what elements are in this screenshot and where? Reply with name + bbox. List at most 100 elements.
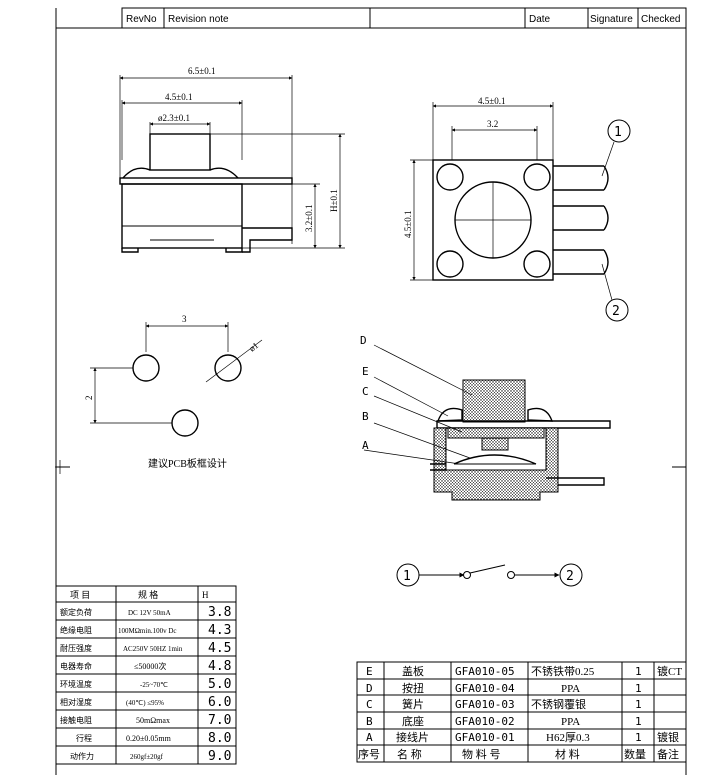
spec-row: 动作力 260gf±20gf 9.0 <box>70 749 231 764</box>
svg-text:5.0: 5.0 <box>208 677 231 692</box>
svg-text:1: 1 <box>635 715 642 728</box>
svg-text:3.8: 3.8 <box>208 605 231 620</box>
svg-text:GFA010-04: GFA010-04 <box>455 682 515 695</box>
side-view: 6.5±0.1 4.5±0.1 ø2.3±0.1 3.2±0.1 H±0.1 <box>119 66 345 253</box>
spec-header-item: 项 目 <box>70 590 90 600</box>
title-signature: Signature <box>590 14 633 25</box>
title-date: Date <box>529 14 551 25</box>
svg-text:接线片: 接线片 <box>396 730 429 744</box>
svg-text:7.0: 7.0 <box>208 713 231 728</box>
bom-row: B 底座 GFA010-02 PPA 1 <box>366 714 642 728</box>
spec-row: 行程 0.20±0.05mm 8.0 <box>76 731 231 746</box>
svg-text:行程: 行程 <box>76 733 92 743</box>
spec-header-spec: 规 格 <box>138 589 158 600</box>
svg-text:不锈钢覆银: 不锈钢覆银 <box>531 697 586 711</box>
svg-text:50mΩmax: 50mΩmax <box>136 716 170 725</box>
svg-text:D: D <box>366 682 373 695</box>
spec-row: 额定负荷 DC 12V 50mA 3.8 <box>60 605 231 620</box>
svg-text:镀CT: 镀CT <box>657 664 682 678</box>
svg-text:0.20±0.05mm: 0.20±0.05mm <box>126 734 172 743</box>
bom-row: D 按扭 GFA010-04 PPA 1 <box>366 681 642 695</box>
section-label-d: D <box>360 334 367 347</box>
svg-text:PPA: PPA <box>561 683 580 695</box>
svg-text:绝缘电阻: 绝缘电阻 <box>60 625 92 635</box>
svg-text:(40℃) ≤95%: (40℃) ≤95% <box>126 699 164 707</box>
svg-text:物 料 号: 物 料 号 <box>462 747 501 761</box>
spec-row: 环境温度 -25~70℃ 5.0 <box>60 677 231 692</box>
dim-top-pitch: 3.2 <box>487 119 498 129</box>
dim-plunger: ø2.3±0.1 <box>158 113 190 123</box>
svg-text:A: A <box>366 731 373 744</box>
svg-text:260gf±20gf: 260gf±20gf <box>130 753 164 761</box>
dim-width-total: 6.5±0.1 <box>188 66 215 76</box>
svg-text:底座: 底座 <box>402 714 424 728</box>
svg-text:DC 12V 50mA: DC 12V 50mA <box>128 609 171 617</box>
switch-schematic: 1 2 <box>396 563 583 587</box>
svg-text:4.5: 4.5 <box>208 641 231 656</box>
title-checked: Checked <box>641 14 680 25</box>
bom-header-row: 序号 名 称 物 料 号 材 料 数量 备注 <box>358 747 679 761</box>
section-label-a: A <box>362 439 369 452</box>
svg-text:GFA010-02: GFA010-02 <box>455 715 515 728</box>
svg-text:GFA010-03: GFA010-03 <box>455 698 515 711</box>
svg-text:按扭: 按扭 <box>402 681 424 695</box>
title-revno: RevNo <box>126 14 157 25</box>
svg-text:相对湿度: 相对湿度 <box>60 697 92 707</box>
dim-pcb-hole: ø1 <box>247 340 260 353</box>
svg-text:8.0: 8.0 <box>208 731 231 746</box>
svg-text:材 料: 材 料 <box>555 747 580 761</box>
svg-text:H62厚0.3: H62厚0.3 <box>546 731 590 744</box>
spec-row: 电器寿命 ≤50000次 4.8 <box>60 659 231 674</box>
svg-text:≤50000次: ≤50000次 <box>134 661 166 671</box>
spec-row: 相对湿度 (40℃) ≤95% 6.0 <box>60 695 231 710</box>
bom-table: E 盖板 GFA010-05 不锈铁带0.25 1 镀CT D 按扭 GFA01… <box>356 661 687 763</box>
svg-text:C: C <box>366 698 373 711</box>
bom-row: A 接线片 GFA010-01 H62厚0.3 1 镀银 <box>366 730 679 744</box>
section-view: D E C B A <box>360 334 611 501</box>
svg-text:GFA010-05: GFA010-05 <box>455 665 515 678</box>
svg-text:镀银: 镀银 <box>657 730 679 744</box>
dim-top-height: 4.5±0.1 <box>403 211 413 238</box>
schematic-node-2: 2 <box>566 569 574 584</box>
callout-2: 2 <box>612 304 620 319</box>
top-view: 4.5±0.1 3.2 4.5±0.1 1 2 <box>403 96 631 322</box>
svg-text:耐压强度: 耐压强度 <box>60 643 92 653</box>
spec-header-h: H <box>202 590 209 600</box>
svg-text:盖板: 盖板 <box>402 664 424 678</box>
svg-text:簧片: 簧片 <box>402 697 424 711</box>
svg-text:额定负荷: 额定负荷 <box>60 607 92 617</box>
dim-top-width: 4.5±0.1 <box>478 96 505 106</box>
svg-text:E: E <box>366 665 373 678</box>
section-label-c: C <box>362 385 369 398</box>
title-block: RevNo Revision note Date Signature Check… <box>121 7 687 29</box>
title-revision-note: Revision note <box>168 14 229 25</box>
dim-width-body: 4.5±0.1 <box>165 92 192 102</box>
bom-row: E 盖板 GFA010-05 不锈铁带0.25 1 镀CT <box>366 664 682 678</box>
svg-text:B: B <box>366 715 373 728</box>
bom-row: C 簧片 GFA010-03 不锈钢覆银 1 <box>366 697 642 711</box>
section-label-b: B <box>362 410 369 423</box>
svg-text:1: 1 <box>635 731 642 744</box>
svg-text:序号: 序号 <box>358 747 380 761</box>
pcb-caption: 建议PCB板框设计 <box>148 457 227 470</box>
svg-text:AC250V 50HZ 1min: AC250V 50HZ 1min <box>123 645 183 653</box>
spec-row: 耐压强度 AC250V 50HZ 1min 4.5 <box>60 641 231 656</box>
svg-text:1: 1 <box>635 682 642 695</box>
svg-text:9.0: 9.0 <box>208 749 231 764</box>
pcb-layout: 3 2 ø1 建议PCB板框设计 <box>84 314 263 470</box>
svg-text:接触电阻: 接触电阻 <box>60 715 92 725</box>
dim-height-body: 3.2±0.1 <box>304 205 314 232</box>
dim-pcb-pitch-y: 2 <box>84 396 94 401</box>
svg-text:数量: 数量 <box>624 748 646 761</box>
svg-text:6.0: 6.0 <box>208 695 231 710</box>
svg-text:100MΩmin.100v Dc: 100MΩmin.100v Dc <box>118 627 176 635</box>
spec-row: 绝缘电阻 100MΩmin.100v Dc 4.3 <box>60 623 231 638</box>
svg-text:4.3: 4.3 <box>208 623 231 638</box>
svg-text:电器寿命: 电器寿命 <box>60 661 92 671</box>
svg-text:GFA010-01: GFA010-01 <box>455 731 515 744</box>
spec-row: 接触电阻 50mΩmax 7.0 <box>60 713 231 728</box>
svg-text:备注: 备注 <box>657 747 679 761</box>
svg-text:4.8: 4.8 <box>208 659 231 674</box>
svg-text:1: 1 <box>635 665 642 678</box>
